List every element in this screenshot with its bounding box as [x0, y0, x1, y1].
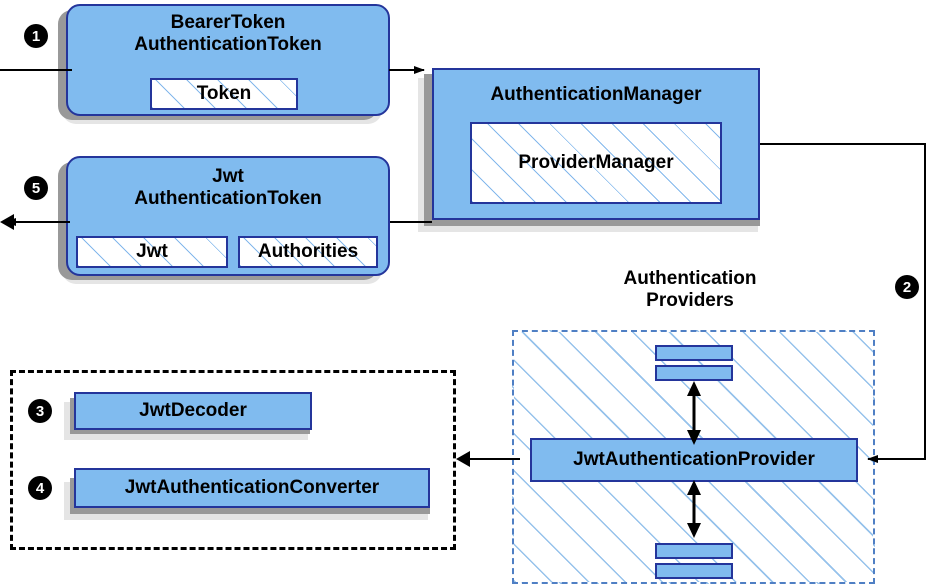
- slot-provider-manager-label: ProviderManager: [518, 152, 674, 173]
- node-bearer-token-title: BearerToken AuthenticationToken: [134, 12, 322, 56]
- provider-minibar-top-2: [655, 365, 733, 381]
- arrowhead-to-support: [456, 451, 470, 467]
- slot-token[interactable]: Token: [150, 78, 298, 110]
- slot-authorities-label: Authorities: [257, 241, 359, 262]
- authentication-providers-label-line1: Authentication: [623, 268, 757, 289]
- node-authentication-manager-title: AuthenticationManager: [490, 84, 702, 105]
- badge-step-3-number: 3: [35, 402, 45, 420]
- region-jwt-support-group: [10, 370, 456, 550]
- slot-provider-manager[interactable]: ProviderManager: [470, 122, 722, 204]
- node-jwt-decoder-title: JwtDecoder: [139, 400, 247, 422]
- bearer-token-title-line2: AuthenticationToken: [134, 33, 322, 55]
- bearer-token-title-line1: BearerToken: [170, 12, 286, 33]
- slot-jwt-label: Jwt: [136, 241, 168, 262]
- node-jwt-decoder[interactable]: JwtDecoder: [74, 392, 312, 430]
- slot-token-label: Token: [196, 83, 252, 104]
- node-jwt-authentication-converter-title: JwtAuthenticationConverter: [124, 477, 380, 499]
- badge-step-5-number: 5: [31, 179, 41, 197]
- node-jwt-token-title: Jwt AuthenticationToken: [134, 166, 322, 210]
- authentication-providers-label-line2: Providers: [646, 289, 734, 311]
- badge-step-4-number: 4: [35, 479, 45, 497]
- provider-minibar-bottom-1: [655, 543, 733, 559]
- jwt-token-title-line2: AuthenticationToken: [134, 187, 322, 209]
- badge-step-3: 3: [28, 399, 52, 423]
- slot-authorities[interactable]: Authorities: [238, 236, 378, 268]
- label-authentication-providers: Authentication Providers: [560, 268, 820, 312]
- node-jwt-authentication-provider[interactable]: JwtAuthenticationProvider: [530, 438, 858, 482]
- badge-step-1-number: 1: [31, 27, 41, 45]
- node-jwt-authentication-converter[interactable]: JwtAuthenticationConverter: [74, 468, 430, 508]
- badge-step-2-number: 2: [902, 278, 912, 296]
- provider-minibar-bottom-2: [655, 563, 733, 579]
- slot-jwt[interactable]: Jwt: [76, 236, 228, 268]
- badge-step-4: 4: [28, 476, 52, 500]
- badge-step-1: 1: [24, 24, 48, 48]
- badge-step-2: 2: [895, 275, 919, 299]
- badge-step-5: 5: [24, 176, 48, 200]
- jwt-token-title-line1: Jwt: [212, 166, 244, 187]
- provider-minibar-top-1: [655, 345, 733, 361]
- node-jwt-authentication-provider-title: JwtAuthenticationProvider: [573, 449, 815, 471]
- arrowhead-step5: [0, 214, 14, 230]
